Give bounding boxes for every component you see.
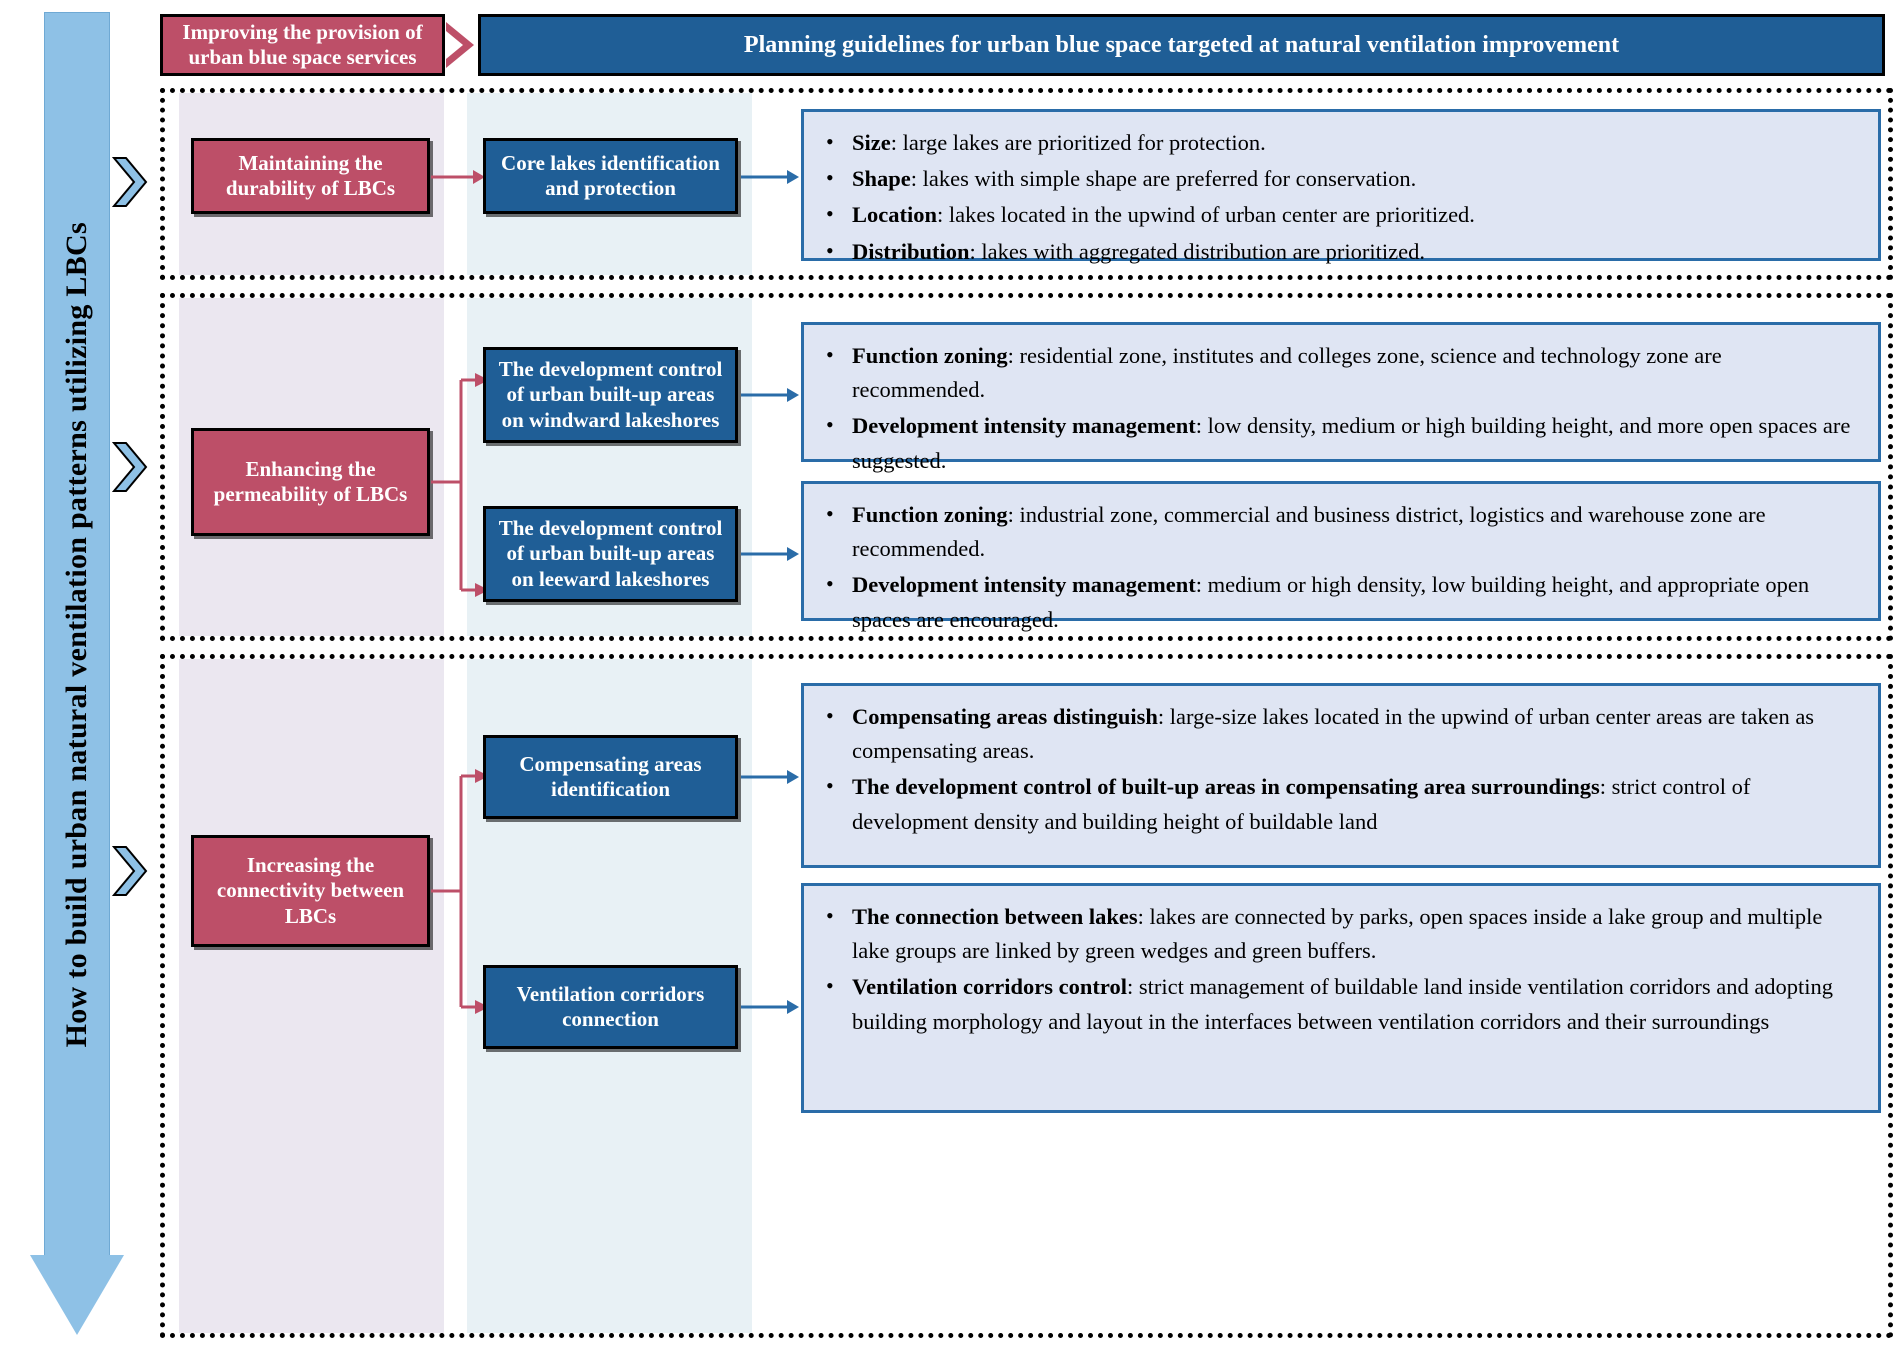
- detail-bullet: Development intensity management: low de…: [818, 408, 1860, 477]
- detail-list: Compensating areas distinguish: large-si…: [818, 699, 1860, 839]
- header-banner-title: Planning guidelines for urban blue space…: [478, 14, 1885, 76]
- detail-term: Development intensity management: [852, 572, 1196, 598]
- connector-action-to-detail-1: [741, 165, 799, 189]
- detail-text: : strict control of development density …: [852, 774, 1751, 834]
- action-box-compensating-areas-identification[interactable]: Compensating areas identification: [483, 735, 738, 819]
- header-row: Improving the provision of urban blue sp…: [160, 14, 1885, 76]
- left-spine-arrow: How to build urban natural ventilation p…: [30, 12, 124, 1337]
- detail-text: : strict management of buildable land in…: [852, 974, 1834, 1034]
- connector-action-to-detail-3a: [741, 765, 799, 789]
- detail-panel-compensating-areas: Compensating areas distinguish: large-si…: [801, 683, 1881, 868]
- detail-term: Compensating areas distinguish: [852, 704, 1158, 729]
- detail-term: Distribution: [852, 238, 970, 264]
- driver-box-increasing-connectivity[interactable]: Increasing the connectivity between LBCs: [191, 835, 430, 947]
- band-driver-column: [179, 659, 444, 1333]
- action-box-leeward-lakeshores[interactable]: The development control of urban built-u…: [483, 506, 738, 602]
- detail-term: Location: [852, 202, 938, 228]
- detail-bullet: Size: large lakes are prioritized for pr…: [818, 125, 1860, 160]
- detail-term: Size: [852, 130, 891, 155]
- header-pill-improving-provision: Improving the provision of urban blue sp…: [160, 14, 445, 76]
- detail-bullet: Distribution: lakes with aggregated dist…: [818, 234, 1860, 269]
- connector-action-to-detail-2b: [741, 542, 799, 566]
- detail-list: Size: large lakes are prioritized for pr…: [818, 125, 1860, 269]
- action-box-windward-lakeshores[interactable]: The development control of urban built-u…: [483, 347, 738, 443]
- detail-term: The development control of built-up area…: [852, 774, 1600, 800]
- detail-term: Development intensity management: [852, 413, 1196, 439]
- detail-bullet: Function zoning: industrial zone, commer…: [818, 497, 1860, 566]
- header-chevron-notch-icon: [446, 31, 463, 59]
- detail-text: : lakes with simple shape are preferred …: [910, 166, 1417, 192]
- detail-bullet: Function zoning: residential zone, insti…: [818, 338, 1860, 407]
- connector-driver-branch-2: [431, 358, 489, 658]
- spine-bar: [44, 12, 110, 1257]
- detail-panel-core-lakes: Size: large lakes are prioritized for pr…: [801, 109, 1881, 267]
- detail-bullet: Ventilation corridors control: strict ma…: [818, 969, 1860, 1038]
- detail-term: Ventilation corridors control: [852, 974, 1127, 1000]
- detail-term: Function zoning: [852, 343, 1008, 368]
- connector-action-to-detail-2a: [741, 383, 799, 407]
- detail-bullet: Development intensity management: medium…: [818, 567, 1860, 636]
- detail-bullet: Shape: lakes with simple shape are prefe…: [818, 161, 1860, 196]
- connector-action-to-detail-3b: [741, 995, 799, 1019]
- detail-term: The connection between lakes: [852, 904, 1138, 929]
- detail-bullet: The development control of built-up area…: [818, 769, 1860, 838]
- spine-label-wrapper: How to build urban natural ventilation p…: [44, 12, 110, 1257]
- detail-text: : medium or high density, low building h…: [852, 572, 1810, 632]
- detail-panel-leeward: Function zoning: industrial zone, commer…: [801, 481, 1881, 632]
- spine-chevron-icon-section-2: [112, 441, 150, 493]
- detail-list: Function zoning: industrial zone, commer…: [818, 497, 1860, 637]
- connector-driver-to-action-1: [431, 165, 485, 189]
- detail-bullet: Location: lakes located in the upwind of…: [818, 197, 1860, 232]
- driver-box-maintaining-durability[interactable]: Maintaining the durability of LBCs: [191, 138, 430, 214]
- detail-bullet: Compensating areas distinguish: large-si…: [818, 699, 1860, 768]
- detail-list: The connection between lakes: lakes are …: [818, 899, 1860, 1039]
- spine-label-text: How to build urban natural ventilation p…: [60, 221, 93, 1048]
- action-box-core-lakes-identification[interactable]: Core lakes identification and protection: [483, 138, 738, 214]
- detail-text: : industrial zone, commercial and busine…: [852, 502, 1766, 562]
- section-enhancing-permeability: Enhancing the permeability of LBCs The d…: [160, 293, 1893, 641]
- spine-chevron-icon-section-1: [112, 156, 150, 208]
- spine-chevron-icon-section-3: [112, 845, 150, 897]
- detail-list: Function zoning: residential zone, insti…: [818, 338, 1860, 478]
- detail-text: : lakes located in the upwind of urban c…: [937, 202, 1475, 228]
- detail-bullet: The connection between lakes: lakes are …: [818, 899, 1860, 968]
- detail-text: : low density, medium or high building h…: [852, 413, 1851, 473]
- detail-panel-ventilation-corridors: The connection between lakes: lakes are …: [801, 883, 1881, 1113]
- section-increasing-connectivity: Increasing the connectivity between LBCs…: [160, 654, 1893, 1338]
- spine-arrow-head: [30, 1255, 124, 1335]
- detail-text: : lakes are connected by parks, open spa…: [852, 904, 1823, 964]
- detail-text: : residential zone, institutes and colle…: [852, 343, 1722, 403]
- detail-text: : large-size lakes located in the upwind…: [852, 704, 1815, 764]
- action-box-ventilation-corridors-connection[interactable]: Ventilation corridors connection: [483, 965, 738, 1049]
- detail-term: Shape: [852, 166, 911, 192]
- detail-term: Function zoning: [852, 502, 1008, 527]
- connector-driver-branch-3: [431, 754, 489, 1084]
- section-maintaining-durability: Maintaining the durability of LBCs Core …: [160, 88, 1893, 280]
- detail-text: : lakes with aggregated distribution are…: [969, 238, 1426, 264]
- driver-box-enhancing-permeability[interactable]: Enhancing the permeability of LBCs: [191, 428, 430, 536]
- detail-panel-windward: Function zoning: residential zone, insti…: [801, 322, 1881, 473]
- detail-text: : large lakes are prioritized for protec…: [890, 130, 1266, 155]
